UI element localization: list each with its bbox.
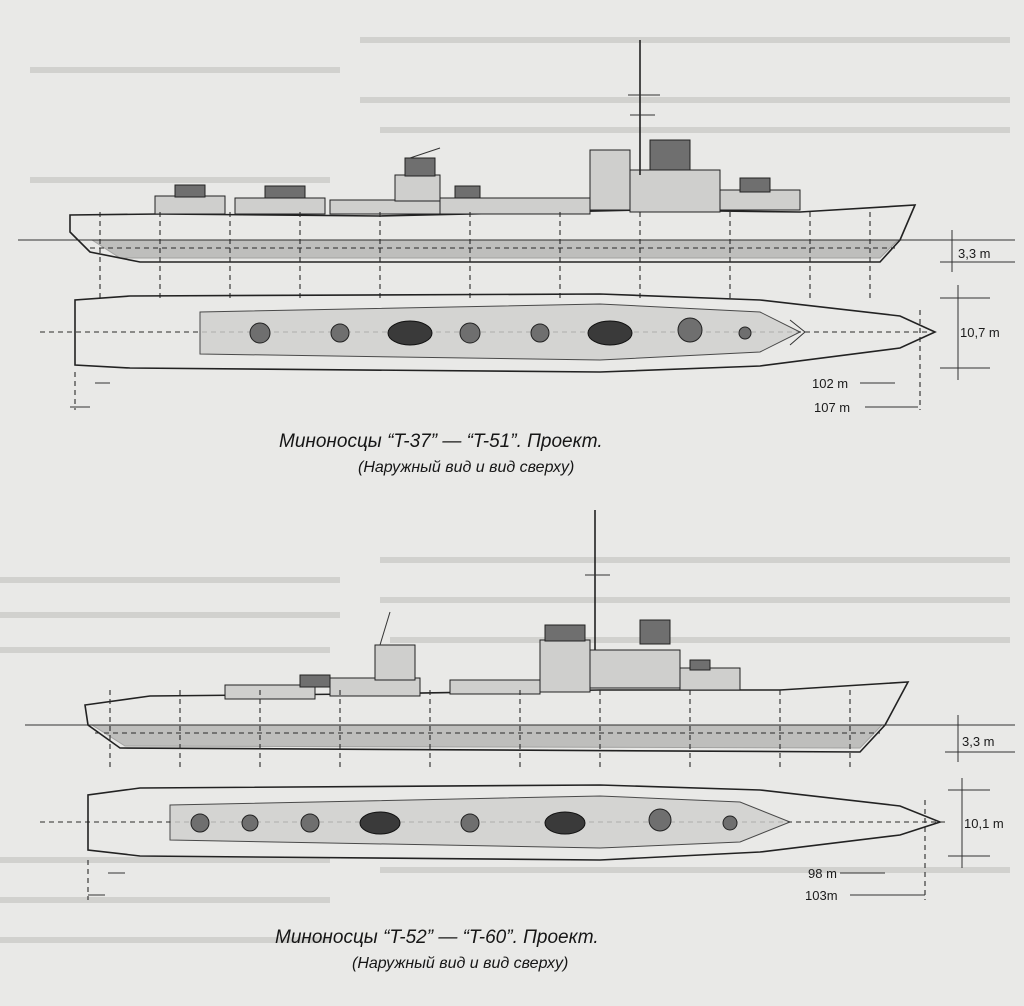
figure-2-side-elevation xyxy=(25,510,1010,770)
figure-2-dimensions: 3,3 m 10,1 m 98 m 103m xyxy=(88,715,1015,903)
figure-1-beam-label: 10,7 m xyxy=(960,325,1000,340)
figure-1-plan-view xyxy=(40,293,937,410)
figure-1-caption-subtitle: (Наружный вид и вид сверху) xyxy=(358,459,574,476)
figure-2-draft-label: 3,3 m xyxy=(962,734,995,749)
figure-1-group: 3,3 m 10,7 m 102 m 107 m Миноносцы “T-37… xyxy=(18,40,1015,476)
figure-1-length-wl-label: 102 m xyxy=(812,376,848,391)
figure-1-length-oa-label: 107 m xyxy=(814,400,850,415)
figure-2-group: 3,3 m 10,1 m 98 m 103m Миноносцы “T-52” … xyxy=(25,510,1015,972)
figure-2-beam-label: 10,1 m xyxy=(964,816,1004,831)
figure-1-caption-title: Миноносцы “T-37” — “T-51”. Проект. xyxy=(279,431,603,452)
figure-2-caption-title: Миноносцы “T-52” — “T-60”. Проект. xyxy=(275,927,599,948)
figure-2-plan-view xyxy=(40,784,945,900)
figure-1-bulkheads xyxy=(90,212,895,300)
figure-1-draft-label: 3,3 m xyxy=(958,246,991,261)
figure-2-length-wl-label: 98 m xyxy=(808,866,837,881)
figure-2-bulkheads xyxy=(95,690,880,770)
figure-2-length-oa-label: 103m xyxy=(805,888,838,903)
figure-1-side-elevation xyxy=(18,40,1010,300)
figure-2-caption-subtitle: (Наружный вид и вид сверху) xyxy=(352,955,568,972)
figure-1-dimensions: 3,3 m 10,7 m 102 m 107 m xyxy=(70,230,1015,415)
